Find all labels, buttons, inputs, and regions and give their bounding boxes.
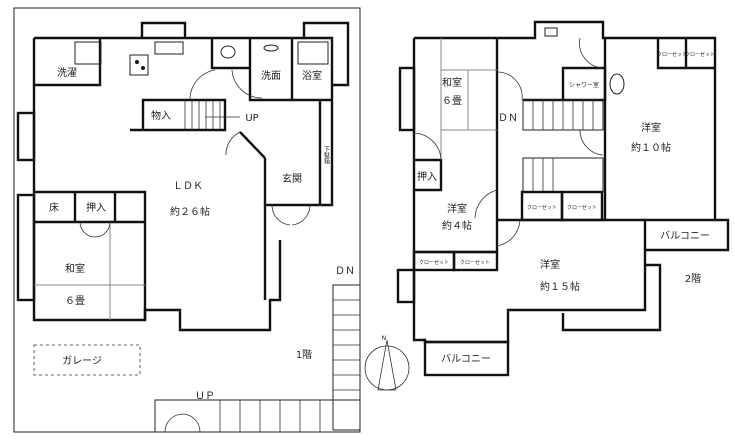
toilet-icon (609, 73, 625, 95)
room-label-oshiire: 押入 (86, 201, 106, 214)
room-label-oshiire-2f: 押入 (417, 170, 437, 183)
north-compass: N (364, 335, 410, 391)
closet-label: クローゼット (419, 259, 449, 266)
door-swing (189, 69, 216, 101)
door-swing (496, 219, 521, 247)
wall (210, 38, 250, 70)
wall (34, 36, 334, 300)
outside-stairs-up-label: ＵＰ (195, 391, 215, 402)
room-label-storage: 物入 (151, 109, 171, 122)
outside-stairs-dn-label: ＤＮ (335, 266, 355, 277)
staircase (522, 99, 604, 193)
room-size-ldk: 約２６帖 (170, 205, 210, 218)
burner-icon (141, 66, 145, 70)
wall (140, 21, 187, 38)
room-label-shoe-cabinet: 下駄箱 (323, 146, 330, 165)
room-label-shower: シャワー室 (569, 81, 599, 89)
window-fixture (544, 27, 558, 37)
room-size-western4: 約４帖 (442, 219, 472, 232)
room-label-laundry: 洗濯 (57, 67, 77, 79)
outside-stairs (154, 284, 361, 433)
wall (412, 38, 730, 344)
wall (414, 20, 717, 220)
wall (130, 98, 227, 132)
bay-window (398, 66, 416, 132)
second-floor-plan: 和室 ６畳 シャワー室 ＤＮ クローゼット クローゼット 洋室 約１０帖 押入 … (396, 20, 730, 377)
stairs-dn-label: ＤＮ (498, 113, 518, 124)
closet-label: クローゼット (460, 259, 490, 266)
door (239, 131, 266, 159)
sink (154, 41, 184, 55)
door-swing (474, 189, 498, 219)
room-label-western15: 洋室 (540, 258, 560, 271)
wall (248, 38, 332, 102)
room-label-balcony-right: バルコニー (660, 230, 710, 242)
floor-label-2f: 2階 (685, 273, 701, 285)
room-label-bath: 浴室 (302, 69, 322, 82)
wall (302, 21, 350, 87)
closet-label: クローゼット (527, 204, 557, 211)
wall (656, 38, 715, 70)
room-size-western15: 約１５帖 (540, 280, 580, 293)
stairs-up-label: UP (245, 113, 258, 124)
door-swing (579, 129, 604, 156)
stove (129, 54, 149, 76)
room-label-western10: 洋室 (641, 121, 661, 134)
room-label-entrance: 玄関 (282, 172, 302, 185)
bay-window (16, 193, 36, 302)
floor-label-1f: 1階 (296, 349, 312, 361)
washing-machine (74, 41, 102, 65)
room-size-western10: 約１０帖 (631, 141, 671, 154)
closet (452, 250, 499, 272)
room-label-washroom: 洗面 (261, 70, 281, 82)
door-swing (231, 69, 263, 99)
closet-label: クローゼット (657, 51, 687, 58)
burner-icon (135, 60, 139, 64)
room-size-washitsu-2f: ６畳 (442, 95, 462, 107)
bay-window (396, 268, 416, 304)
room-label-washitsu: 和室 (65, 262, 85, 275)
door-swing (496, 71, 523, 101)
wall (414, 158, 443, 192)
front-door-swing (271, 204, 311, 226)
washbasin-icon (263, 44, 279, 52)
room-label-ldk: ＬＤＫ (173, 181, 203, 192)
compass-north-label: N (382, 335, 387, 342)
wall (561, 263, 662, 332)
room-label-tokonoma: 床 (49, 201, 59, 214)
first-floor-plan: 洗濯 洗面 浴室 物入 UP ＬＤＫ 約２６帖 玄関 下駄箱 床 押入 和室 ６… (13, 7, 361, 433)
closet-label: クローゼット (685, 51, 715, 58)
bay-window (16, 111, 36, 162)
toilet-icon (220, 45, 236, 59)
garage-area (33, 344, 141, 376)
wall (34, 190, 147, 320)
wall (32, 38, 282, 332)
door-swing (225, 131, 241, 156)
room-size-washitsu: ６畳 (65, 295, 85, 307)
door-swing (579, 37, 604, 69)
wall (34, 38, 102, 87)
balcony-bottom (423, 340, 510, 377)
closet-label: クローゼット (567, 204, 597, 211)
room-label-washitsu-2f: 和室 (442, 76, 462, 89)
door-swing (79, 221, 111, 238)
staircase (184, 100, 240, 130)
room-label-western4: 洋室 (447, 202, 467, 215)
room-label-garage: ガレージ (62, 355, 102, 367)
door-swing (413, 132, 442, 161)
room-label-balcony-bottom: バルコニー (441, 353, 491, 365)
bathtub (297, 41, 329, 65)
